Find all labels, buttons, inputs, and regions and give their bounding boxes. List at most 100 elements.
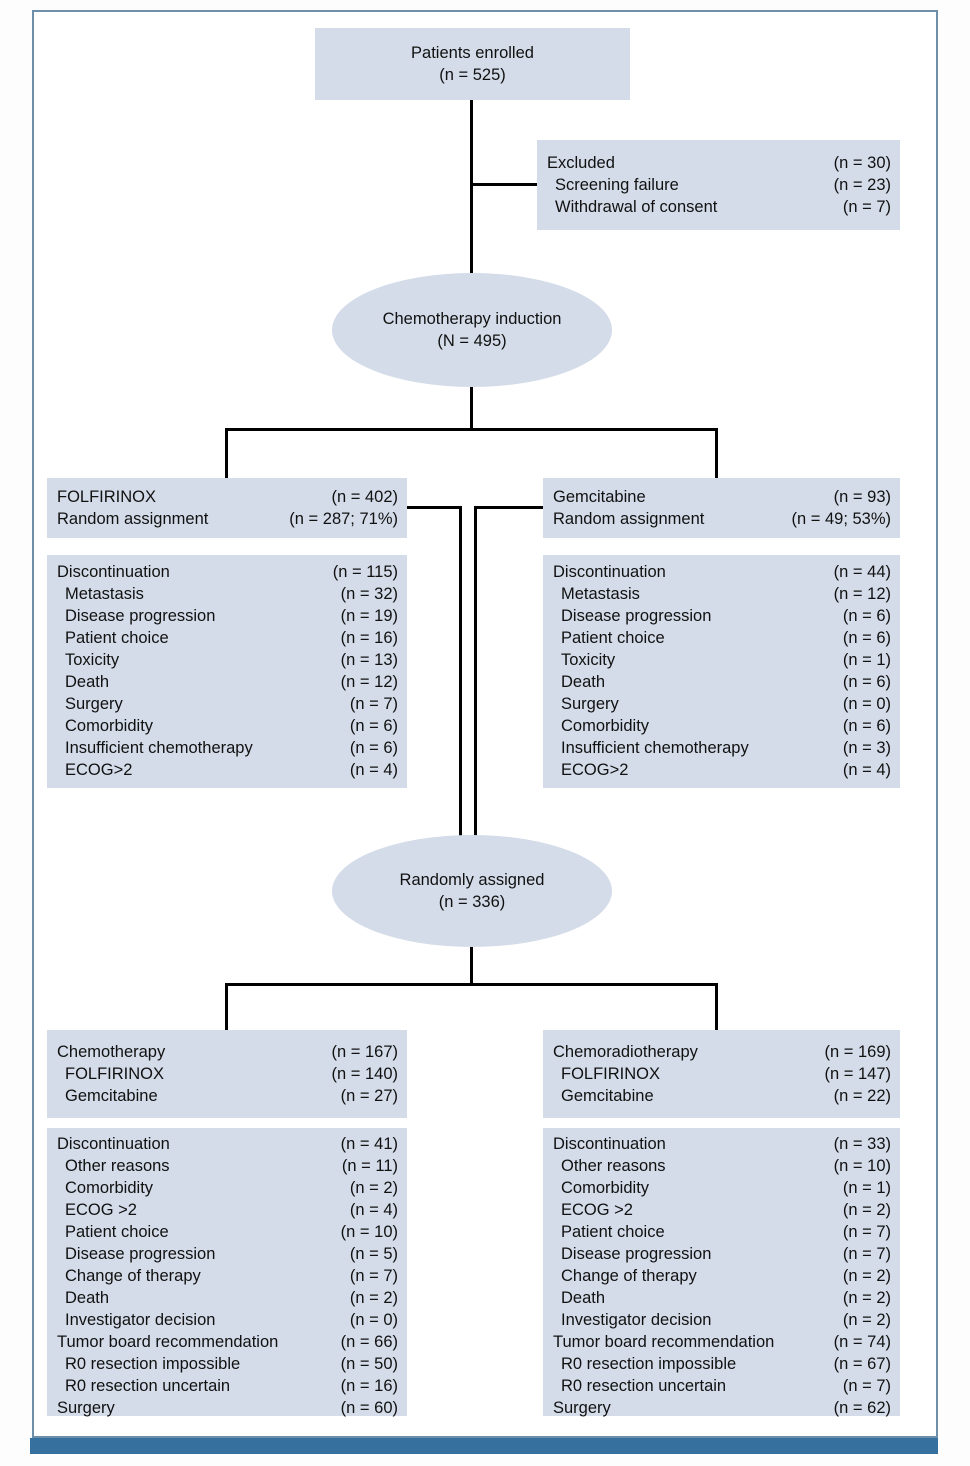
row-value: (n = 2) xyxy=(842,1267,891,1285)
row-label: ECOG >2 xyxy=(65,1201,137,1219)
row-value: (n = 6) xyxy=(842,673,891,691)
folfirinox-discontinuation-box: Discontinuation(n = 115)Metastasis(n = 3… xyxy=(47,555,407,788)
patients-enrolled-title: Patients enrolled xyxy=(411,44,534,62)
row-label: Surgery xyxy=(561,695,619,713)
row-value: (n = 7) xyxy=(349,695,398,713)
row-value: (n = 27) xyxy=(340,1087,398,1105)
row-value: (n = 4) xyxy=(349,761,398,779)
row-label: Other reasons xyxy=(561,1157,666,1175)
row-label: Patient choice xyxy=(65,1223,169,1241)
row-value: (n = 287; 71%) xyxy=(289,510,398,528)
connector-line xyxy=(225,428,718,431)
row-label: R0 resection uncertain xyxy=(561,1377,727,1395)
row-label: Investigator decision xyxy=(65,1311,216,1329)
row-label: Toxicity xyxy=(65,651,120,669)
row-value: (n = 2) xyxy=(842,1311,891,1329)
chemotherapy-group-box: Chemotherapy(n = 167)FOLFIRINOX(n = 140)… xyxy=(47,1030,407,1118)
row-value: (n = 4) xyxy=(349,1201,398,1219)
row-value: (n = 0) xyxy=(842,695,891,713)
row-value: (n = 2) xyxy=(349,1289,398,1307)
row-value: (n = 10) xyxy=(833,1157,891,1175)
row-label: Other reasons xyxy=(65,1157,170,1175)
row-label: Chemotherapy xyxy=(57,1043,166,1061)
row-value: (n = 13) xyxy=(340,651,398,669)
row-value: (n = 169) xyxy=(824,1043,892,1061)
connector-line xyxy=(470,387,473,430)
row-value: (n = 16) xyxy=(340,629,398,647)
row-label: Patient choice xyxy=(561,629,665,647)
connector-line xyxy=(459,506,462,854)
flow-row: R0 resection uncertain(n = 7) xyxy=(553,1375,891,1397)
row-value: (n = 19) xyxy=(340,607,398,625)
flow-row: Disease progression(n = 19) xyxy=(57,605,398,627)
row-label: Comorbidity xyxy=(65,1179,154,1197)
row-label: Discontinuation xyxy=(553,563,666,581)
chemotherapy-discontinuation-box: Discontinuation(n = 41)Other reasons(n =… xyxy=(47,1128,407,1419)
flow-row: FOLFIRINOX(n = 140) xyxy=(57,1063,398,1085)
flow-row: Death(n = 2) xyxy=(553,1287,891,1309)
connector-line xyxy=(470,942,473,986)
row-value: (n = 2) xyxy=(842,1289,891,1307)
row-label: ECOG >2 xyxy=(561,1201,633,1219)
row-value: (n = 0) xyxy=(349,1311,398,1329)
row-value: (n = 66) xyxy=(340,1333,398,1351)
flow-row: Random assignment(n = 49; 53%) xyxy=(553,508,891,530)
row-value: (n = 7) xyxy=(349,1267,398,1285)
flow-row: Metastasis(n = 32) xyxy=(57,583,398,605)
row-value: (n = 2) xyxy=(842,1201,891,1219)
flow-row: Discontinuation(n = 44) xyxy=(553,561,891,583)
row-label: Change of therapy xyxy=(65,1267,201,1285)
gemcitabine-arm-box: Gemcitabine (n = 93) Random assignment(n =… xyxy=(543,478,900,538)
flow-row: Withdrawal of consent (n = 7) xyxy=(547,196,891,218)
flow-row: Other reasons (n = 10) xyxy=(553,1155,891,1177)
row-value: (n = 7) xyxy=(842,198,891,216)
row-value: (n = 4) xyxy=(842,761,891,779)
flow-row: Surgery(n = 60) xyxy=(57,1397,398,1419)
row-label: Disease progression xyxy=(561,607,712,625)
flow-row: Investigator decision (n = 0) xyxy=(57,1309,398,1331)
flow-row: Death(n = 12) xyxy=(57,671,398,693)
row-label: Death xyxy=(561,673,606,691)
row-value: (n = 32) xyxy=(340,585,398,603)
row-value: (n = 6) xyxy=(349,717,398,735)
flow-row: Comorbidity(n = 6) xyxy=(57,715,398,737)
row-label: Random assignment xyxy=(553,510,705,528)
induction-count: (N = 495) xyxy=(437,332,507,350)
row-label: FOLFIRINOX xyxy=(57,488,157,506)
row-label: Withdrawal of consent xyxy=(555,198,718,216)
row-label: Tumor board recommendation xyxy=(57,1333,279,1351)
flow-row: Death (n = 6) xyxy=(553,671,891,693)
row-label: Surgery xyxy=(57,1399,115,1417)
flow-row: Other reasons(n = 11) xyxy=(57,1155,398,1177)
row-label: Comorbidity xyxy=(561,717,650,735)
row-value: (n = 147) xyxy=(824,1065,892,1083)
row-label: Tumor board recommendation xyxy=(553,1333,775,1351)
row-label: ECOG>2 xyxy=(561,761,629,779)
row-value: (n = 12) xyxy=(833,585,891,603)
row-label: FOLFIRINOX xyxy=(561,1065,661,1083)
connector-line xyxy=(470,100,473,278)
flow-row: Insufficient chemotherapy(n = 6) xyxy=(57,737,398,759)
flow-row: Surgery(n = 62) xyxy=(553,1397,891,1419)
row-value: (n = 30) xyxy=(833,154,891,172)
flow-row: Surgery(n = 7) xyxy=(57,693,398,715)
connector-line xyxy=(715,983,718,1030)
flow-row: R0 resection uncertain(n = 16) xyxy=(57,1375,398,1397)
row-label: Screening failure xyxy=(555,176,679,194)
chemotherapy-induction-ellipse: Chemotherapy induction (N = 495) xyxy=(332,273,612,387)
row-label: Surgery xyxy=(553,1399,611,1417)
flow-row: Disease progression(n = 5) xyxy=(57,1243,398,1265)
connector-line xyxy=(715,428,718,478)
row-value: (n = 2) xyxy=(349,1179,398,1197)
flow-row: Disease progression(n = 7) xyxy=(553,1243,891,1265)
row-value: (n = 93) xyxy=(833,488,891,506)
row-value: (n = 6) xyxy=(349,739,398,757)
row-label: Gemcitabine xyxy=(553,488,646,506)
row-value: (n = 50) xyxy=(340,1355,398,1373)
row-value: (n = 22) xyxy=(833,1087,891,1105)
flow-row: Tumor board recommendation (n = 66) xyxy=(57,1331,398,1353)
row-label: Disease progression xyxy=(561,1245,712,1263)
flow-row: ECOG >2 (n = 4) xyxy=(57,1199,398,1221)
connector-line xyxy=(225,428,228,478)
